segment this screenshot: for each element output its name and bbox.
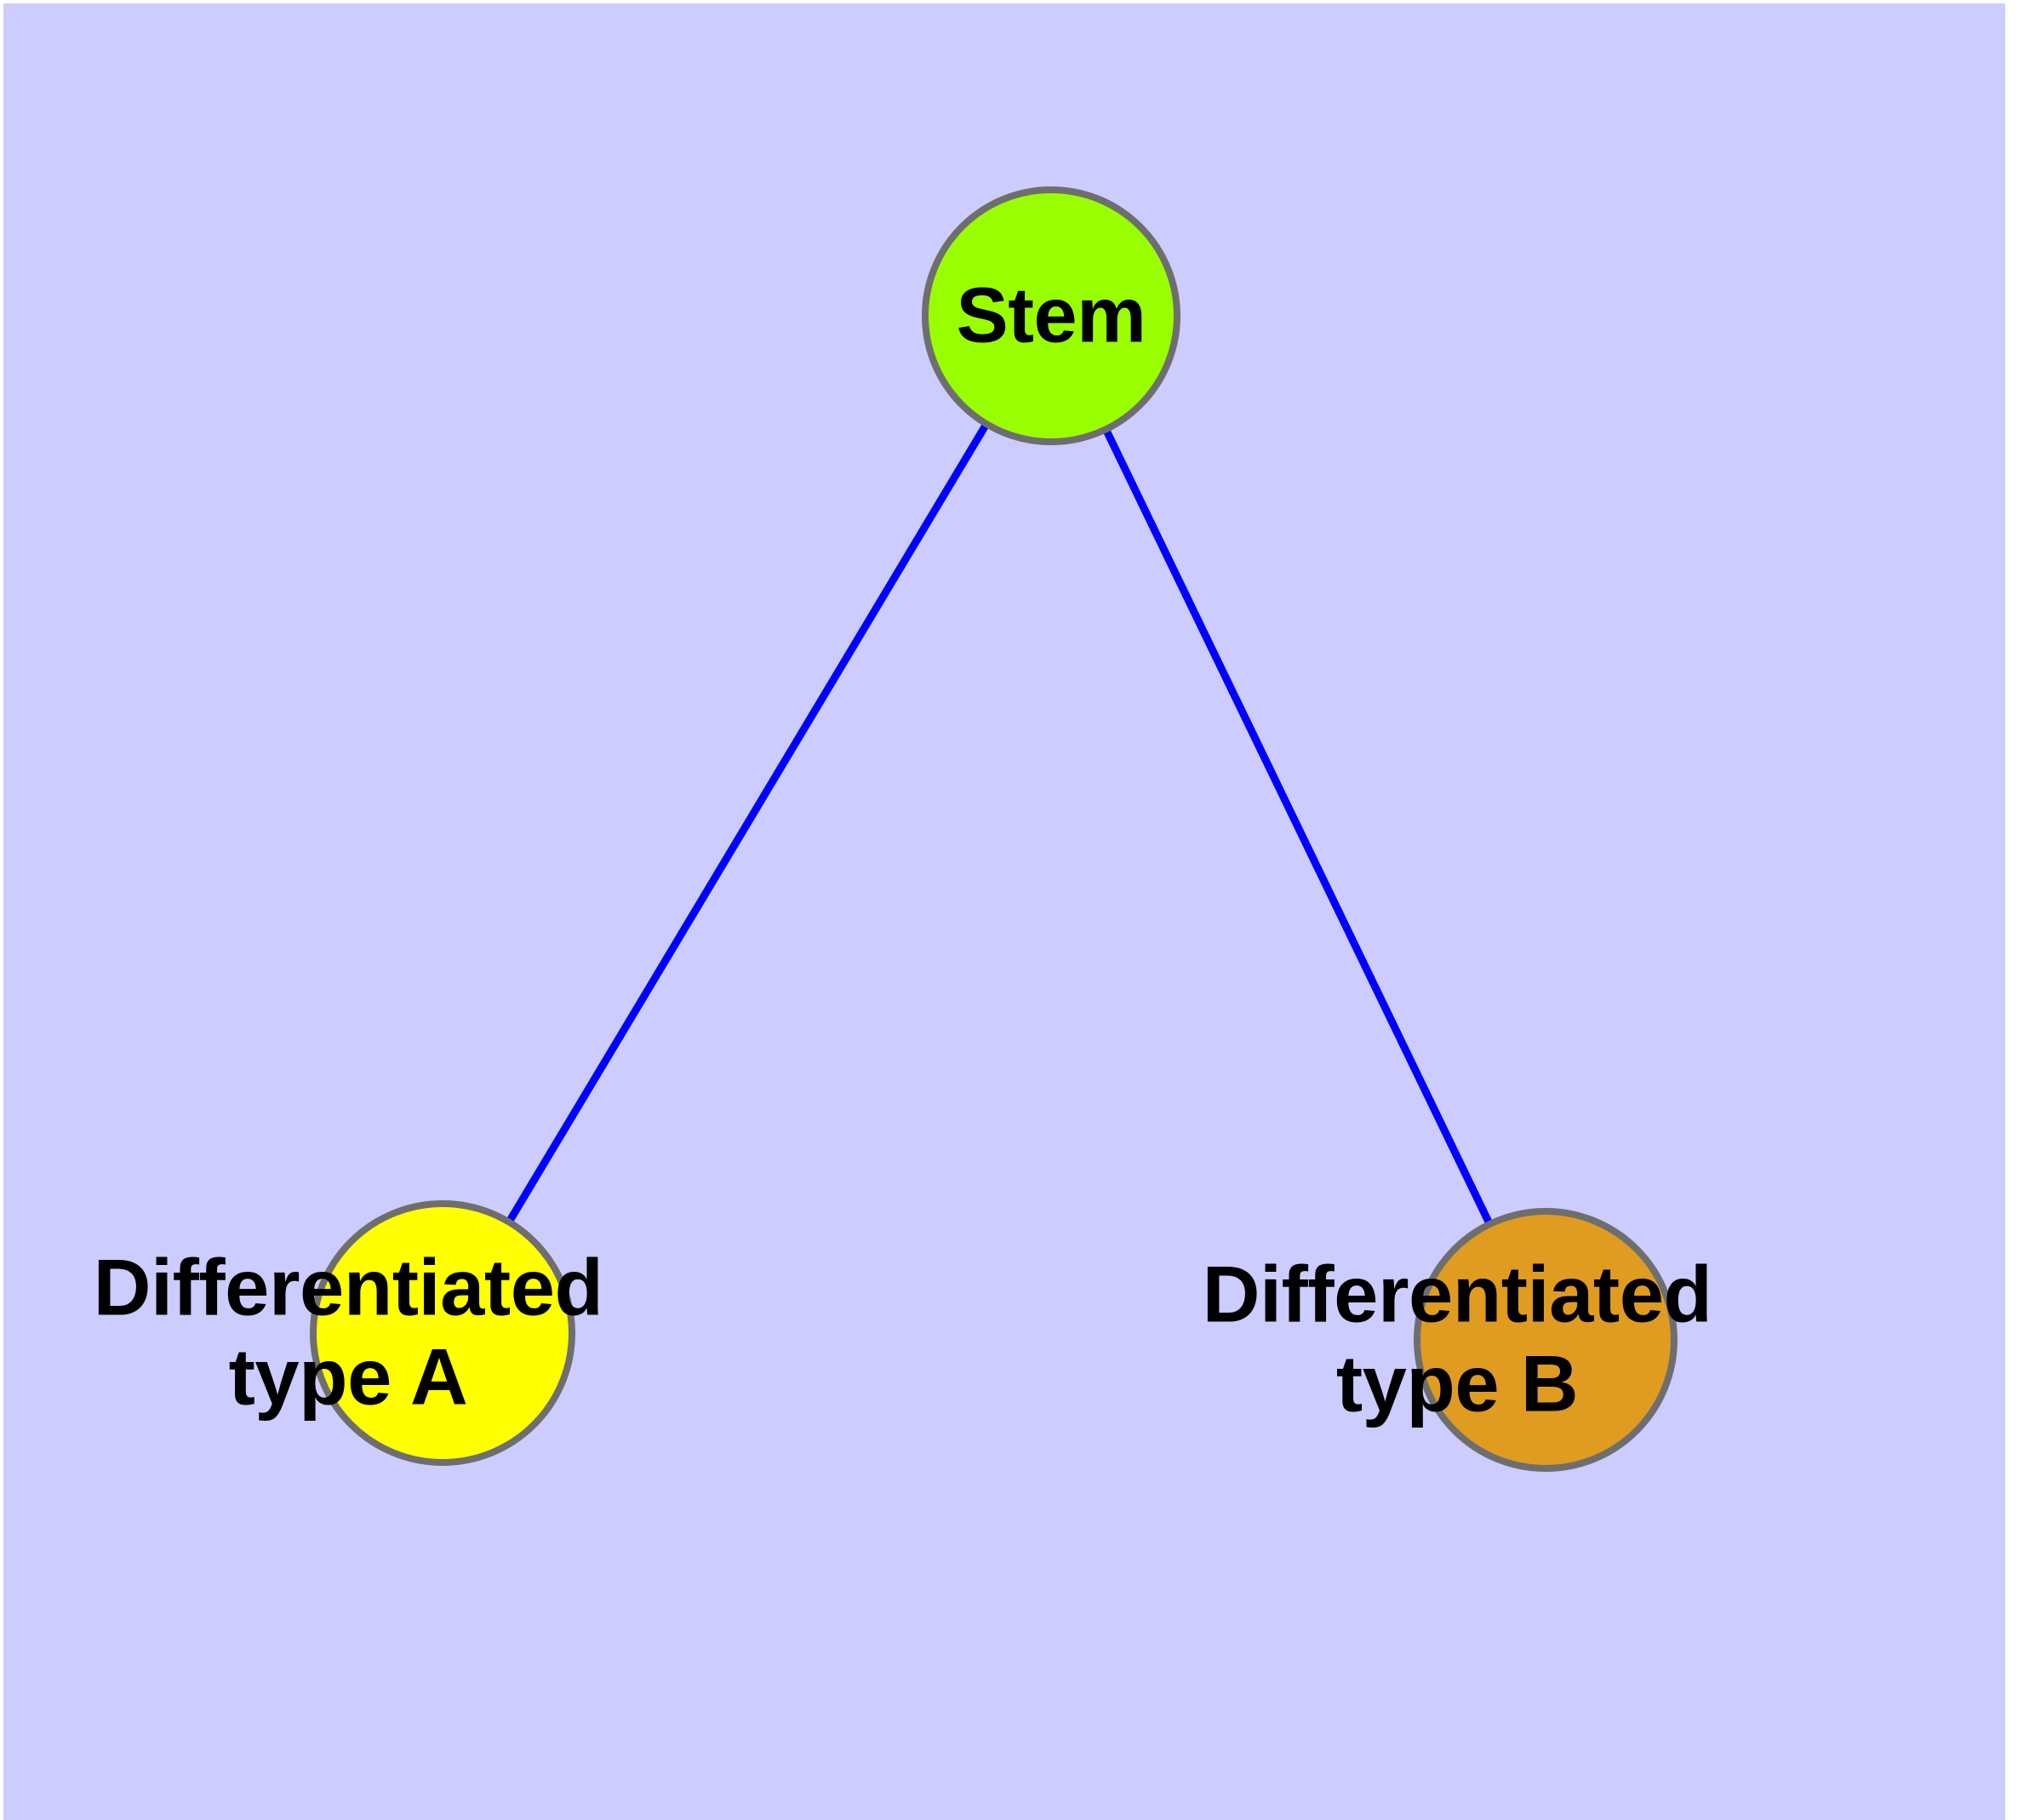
edge-layer [439,313,1550,1342]
edge-stem-to-differentiated-type-a[interactable] [439,313,1055,1336]
node-differentiated-type-b[interactable] [1414,1208,1677,1472]
node-layer [310,186,1677,1472]
node-stem[interactable] [922,186,1180,445]
node-differentiated-type-a[interactable] [310,1200,575,1466]
edge-stem-to-differentiated-type-b[interactable] [1047,314,1550,1342]
